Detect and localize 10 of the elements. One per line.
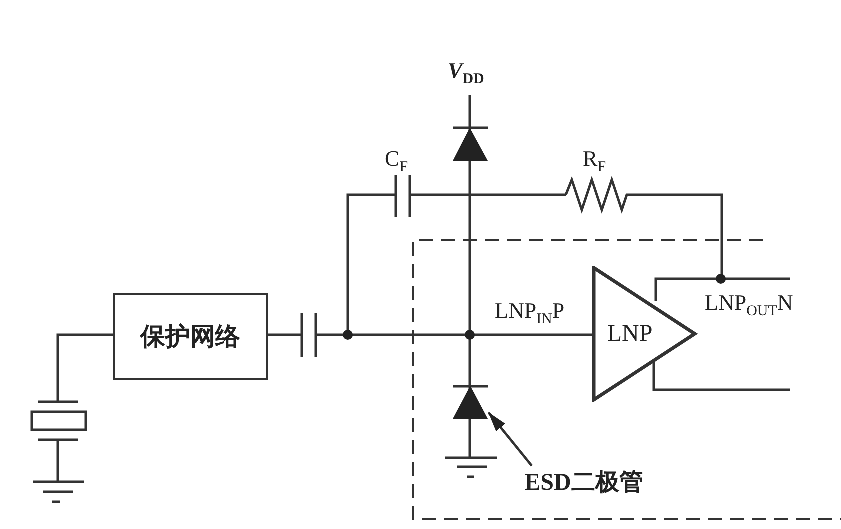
leader-line [488,412,533,467]
diode-symbol [453,385,488,419]
amplifier-triangle: LNP [592,266,698,402]
resistor-label: R$_{F}$ [583,148,606,176]
process-box: 保护网络 [113,293,268,380]
component-label: ESD二极管 [514,466,654,498]
pin-label: LNP$_{IN}$P [495,300,565,328]
pin-label: LNP$_{OUT}$N [705,292,794,320]
capacitor-label: C$_{F}$ [385,148,408,176]
supply-label: V$_{DD}$ [448,60,484,88]
